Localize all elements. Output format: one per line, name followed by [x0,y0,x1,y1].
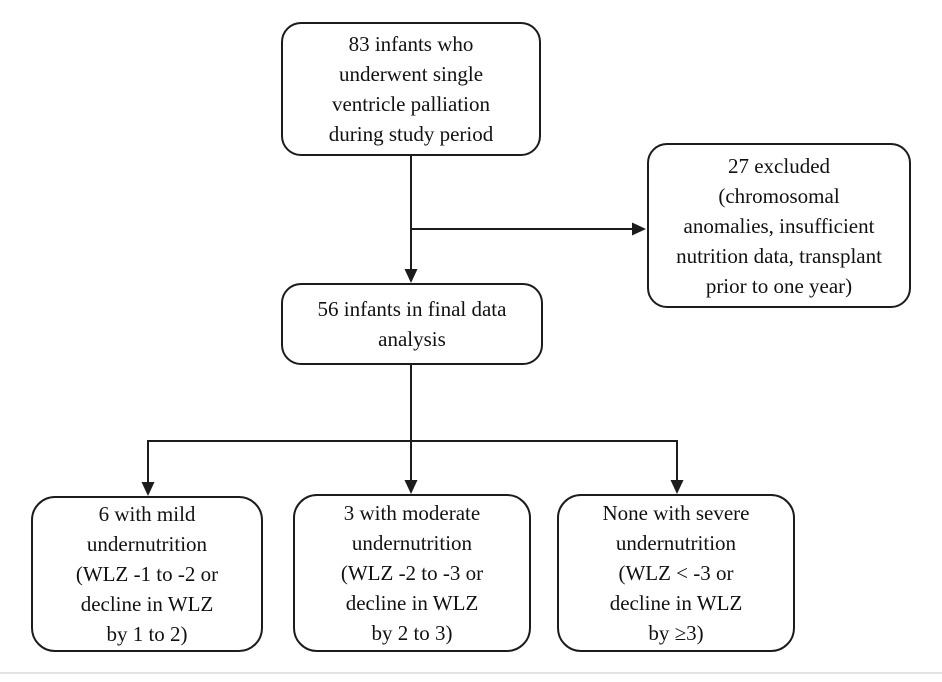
flow-box-final-analysis: 56 infants in final data analysis [281,283,543,365]
bottom-divider-rule [0,672,942,674]
arrowhead-down-severe [670,480,684,494]
final-analysis-text: 56 infants in final data analysis [317,297,507,351]
mild-undernutrition-text: 6 with mild undernutrition (WLZ -1 to -2… [75,502,219,646]
flow-box-moderate-undernutrition: 3 with moderate undernutrition (WLZ -2 t… [293,494,531,652]
arrowhead-down-moderate [404,480,418,494]
arrowhead-down-mild [141,482,155,496]
flow-box-excluded: 27 excluded (chromosomal anomalies, insu… [647,143,911,308]
excluded-text: 27 excluded (chromosomal anomalies, insu… [676,153,882,298]
flow-box-mild-undernutrition: 6 with mild undernutrition (WLZ -1 to -2… [31,496,263,652]
moderate-undernutrition-text: 3 with moderate undernutrition (WLZ -2 t… [340,501,484,645]
initial-cohort-text: 83 infants who underwent single ventricl… [328,32,494,146]
flow-box-initial-cohort: 83 infants who underwent single ventricl… [281,22,541,156]
flow-box-severe-undernutrition: None with severe undernutrition (WLZ < -… [557,494,795,652]
severe-undernutrition-text: None with severe undernutrition (WLZ < -… [602,501,750,645]
arrowhead-down-final [404,269,418,283]
arrowhead-right-excluded [632,222,646,236]
